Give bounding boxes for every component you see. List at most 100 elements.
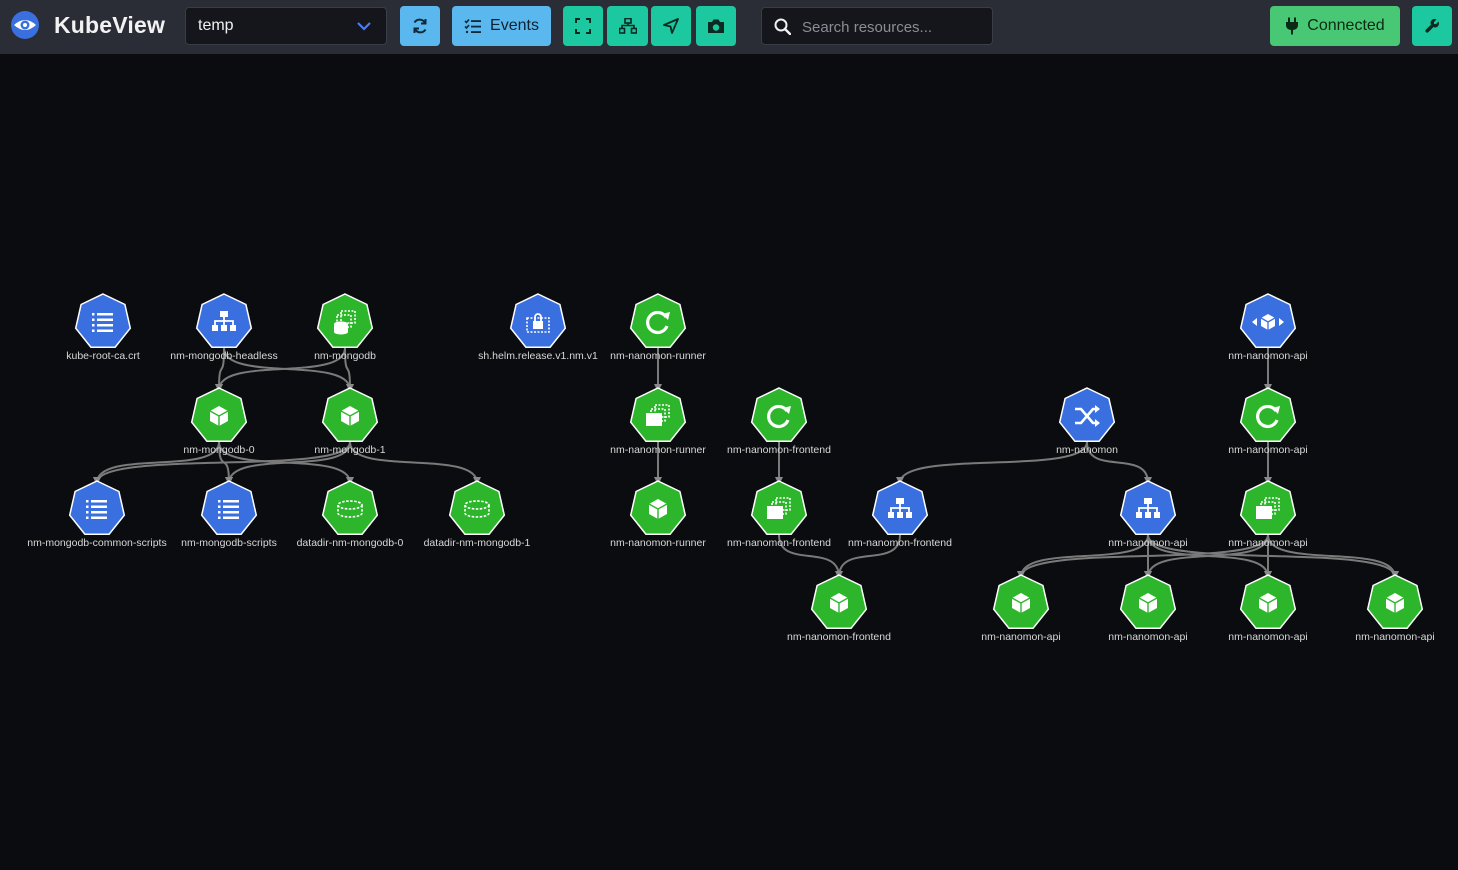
pvc-icon xyxy=(464,500,490,518)
configmap-icon xyxy=(86,500,107,519)
sitemap-icon xyxy=(618,18,637,34)
deployment-node-shape xyxy=(1239,387,1297,442)
node-label: nm-nanomon-frontend xyxy=(727,444,831,456)
graph-node-rs-api[interactable]: nm-nanomon-api xyxy=(1228,480,1308,549)
resource-graph-canvas[interactable]: kube-root-ca.crt nm-mongodb-headless nm-mo… xyxy=(0,54,1458,870)
deployment-icon xyxy=(767,404,791,429)
graph-node-rs-runner[interactable]: nm-nanomon-runner xyxy=(610,387,706,456)
connection-status-label: Connected xyxy=(1307,17,1385,34)
node-label: nm-nanomon-api xyxy=(1228,444,1307,456)
graph-edge-svc-headless-to-pod-mongo-0 xyxy=(215,347,225,392)
graph-edge-pod-mongo-0-to-cm-common xyxy=(93,441,220,485)
graph-node-deploy-api[interactable]: nm-nanomon-api xyxy=(1228,293,1308,362)
graph-node-cm-scripts[interactable]: nm-mongodb-scripts xyxy=(181,480,277,549)
statefulset-icon xyxy=(334,310,356,335)
graph-node-secret-helm[interactable]: sh.helm.release.v1.nm.v1 xyxy=(478,293,598,362)
connection-status-button[interactable]: Connected xyxy=(1270,6,1400,46)
graph-node-pod-api-1[interactable]: nm-nanomon-api xyxy=(981,574,1061,643)
graph-node-pod-frontend[interactable]: nm-nanomon-frontend xyxy=(787,574,891,643)
node-label: nm-nanomon-frontend xyxy=(727,537,831,549)
deployment-node-shape xyxy=(629,293,687,348)
service-icon xyxy=(212,311,236,331)
graph-node-pvc-0[interactable]: datadir-nm-mongodb-0 xyxy=(297,480,404,549)
graph-node-pod-api-3[interactable]: nm-nanomon-api xyxy=(1228,574,1308,643)
node-label: nm-nanomon-api xyxy=(1108,631,1187,643)
node-label: nm-nanomon-runner xyxy=(610,537,706,549)
graph-node-pod-mongo-1[interactable]: nm-mongodb-1 xyxy=(314,387,386,456)
namespace-select[interactable]: temp xyxy=(185,7,387,45)
node-label: datadir-nm-mongodb-1 xyxy=(424,537,531,549)
pod-icon xyxy=(829,593,849,613)
pod-icon xyxy=(1258,593,1278,613)
expand-icon xyxy=(575,18,591,34)
node-label: kube-root-ca.crt xyxy=(66,350,140,362)
pod-icon xyxy=(648,499,668,519)
graph-node-svc-frontend[interactable]: nm-nanomon-frontend xyxy=(848,480,952,549)
node-label: nm-nanomon-api xyxy=(1228,537,1307,549)
eye-logo-icon xyxy=(11,11,39,39)
replicaset-icon xyxy=(1256,497,1280,519)
node-label: nm-mongodb-scripts xyxy=(181,537,277,549)
screenshot-button[interactable] xyxy=(696,6,736,46)
node-label: nm-nanomon-frontend xyxy=(848,537,952,549)
graph-edge-rs-api-to-pod-api-4 xyxy=(1267,534,1399,579)
statefulset-node-shape xyxy=(316,293,374,348)
edges-layer xyxy=(93,347,1399,579)
node-label: nm-mongodb-common-scripts xyxy=(27,537,166,549)
refresh-icon xyxy=(413,18,427,34)
graph-node-pod-api-4[interactable]: nm-nanomon-api xyxy=(1355,574,1435,643)
graph-node-deploy-frontend[interactable]: nm-nanomon-frontend xyxy=(727,387,831,456)
settings-button[interactable] xyxy=(1412,6,1452,46)
brand[interactable]: KubeView xyxy=(10,10,165,40)
graph-node-pod-api-2[interactable]: nm-nanomon-api xyxy=(1108,574,1188,643)
service-icon xyxy=(1136,498,1160,518)
refresh-button[interactable] xyxy=(400,6,440,46)
graph-node-sts-mongo[interactable]: nm-mongodb xyxy=(314,293,376,362)
replicaset-icon xyxy=(646,404,670,426)
configmap-icon xyxy=(92,313,113,332)
configmap-icon xyxy=(218,500,239,519)
node-label: nm-mongodb-0 xyxy=(183,444,254,456)
graph-node-pvc-1[interactable]: datadir-nm-mongodb-1 xyxy=(424,480,531,549)
graph-node-rs-frontend[interactable]: nm-nanomon-frontend xyxy=(727,480,831,549)
node-label: nm-nanomon-runner xyxy=(610,444,706,456)
graph-edge-svc-frontend-to-pod-frontend xyxy=(835,534,901,579)
graph-node-deploy-runner[interactable]: nm-nanomon-runner xyxy=(610,293,706,362)
deployment-icon xyxy=(646,310,670,335)
graph-edge-sts-mongo-to-pod-mongo-1 xyxy=(344,347,354,392)
graph-edge-pod-mongo-1-to-pvc-1 xyxy=(349,441,481,485)
graph-node-svc-api[interactable]: nm-nanomon-api xyxy=(1108,480,1188,549)
graph-node-ing-nanomon[interactable]: nm-nanomon xyxy=(1056,387,1118,456)
events-label: Events xyxy=(490,17,539,34)
search-box xyxy=(761,7,993,46)
node-label: nm-nanomon-api xyxy=(1108,537,1187,549)
node-label: nm-mongodb xyxy=(314,350,376,362)
graph-node-pod-runner[interactable]: nm-nanomon-runner xyxy=(610,480,706,549)
pvc-node-shape xyxy=(448,480,506,535)
chevron-down-icon xyxy=(357,22,371,31)
graph-edge-pod-mongo-1-to-cm-scripts xyxy=(225,441,351,485)
locate-button[interactable] xyxy=(651,6,691,46)
secret-icon xyxy=(526,313,550,333)
namespace-value: temp xyxy=(198,17,234,34)
graph-edge-pod-mongo-1-to-cm-common xyxy=(93,441,351,485)
graph-node-pod-mongo-0[interactable]: nm-mongodb-0 xyxy=(183,387,255,456)
graph-node-svc-headless[interactable]: nm-mongodb-headless xyxy=(170,293,278,362)
fit-view-button[interactable] xyxy=(563,6,603,46)
search-input[interactable] xyxy=(800,8,990,46)
nodes-layer: kube-root-ca.crt nm-mongodb-headless nm-mo… xyxy=(27,293,1435,643)
node-label: nm-mongodb-headless xyxy=(170,350,277,362)
graph-node-cm-root[interactable]: kube-root-ca.crt xyxy=(66,293,140,362)
layout-button[interactable] xyxy=(607,6,648,46)
events-button[interactable]: Events xyxy=(452,6,551,46)
pod-icon xyxy=(209,406,229,426)
plug-icon xyxy=(1286,17,1299,35)
location-arrow-icon xyxy=(663,18,679,34)
deployment-icon xyxy=(1256,404,1280,429)
node-label: nm-nanomon-api xyxy=(1355,631,1434,643)
graph-node-deploy-api2[interactable]: nm-nanomon-api xyxy=(1228,387,1308,456)
node-label: nm-nanomon-frontend xyxy=(787,631,891,643)
graph-edge-ing-nanomon-to-svc-api xyxy=(1086,441,1152,485)
graph-node-cm-common[interactable]: nm-mongodb-common-scripts xyxy=(27,480,167,549)
node-label: sh.helm.release.v1.nm.v1 xyxy=(478,350,598,362)
